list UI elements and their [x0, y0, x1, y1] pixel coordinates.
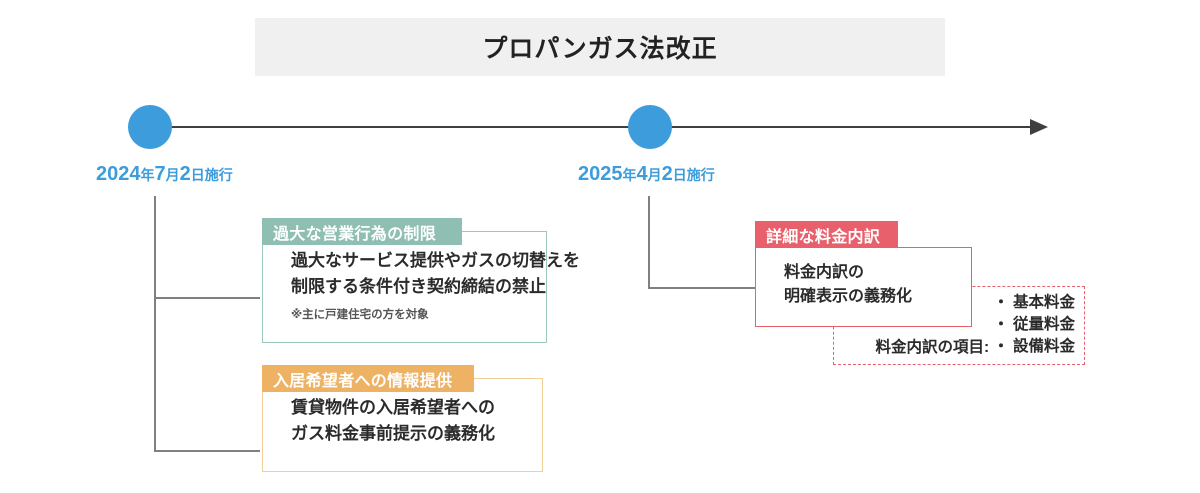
card-tenant-information: 賃貸物件の入居希望者への ガス料金事前提示の義務化 — [262, 378, 543, 472]
timeline-node-2024 — [128, 105, 172, 149]
card-note: ※主に戸建住宅の方を対象 — [291, 308, 429, 321]
connector-right-branch — [648, 287, 756, 289]
date-year-unit: 年 — [622, 167, 637, 183]
date-month-unit: 月 — [165, 167, 180, 183]
card-body: 賃貸物件の入居希望者への ガス料金事前提示の義務化 — [263, 379, 542, 459]
card-line: 過大なサービス提供やガスの切替えを — [291, 251, 580, 270]
card-body: 料金内訳の 明確表示の義務化 — [756, 248, 971, 320]
card-line: 料金内訳の — [784, 264, 865, 281]
card-line: 制限する条件付き契約締結の禁止 — [291, 276, 546, 296]
date-day: 2 — [661, 163, 673, 185]
connector-left-branch-1 — [154, 297, 260, 299]
timeline-date-2025: 2025年4月2日施行 — [578, 163, 715, 186]
date-day-unit: 日施行 — [672, 167, 715, 183]
date-day-unit: 日施行 — [190, 167, 233, 183]
date-month-unit: 月 — [647, 167, 662, 183]
card-excessive-sales: 過大なサービス提供やガスの切替えを 制限する条件付き契約締結の禁止 ※主に戸建住… — [262, 231, 580, 343]
card-line: 賃貸物件の入居希望者への — [291, 398, 495, 417]
date-month: 4 — [636, 163, 648, 185]
timeline-date-2024: 2024年7月2日施行 — [96, 163, 233, 186]
date-year: 2025 — [578, 163, 623, 185]
date-day: 2 — [179, 163, 191, 185]
connector-left-branch-2 — [154, 450, 260, 452]
card-line: 明確表示の義務化 — [784, 288, 913, 306]
date-year: 2024 — [96, 163, 141, 185]
page-title: プロパンガス法改正 — [482, 35, 718, 63]
date-month: 7 — [154, 163, 166, 185]
title-banner: プロパンガス法改正 — [255, 18, 945, 76]
connector-right-vertical — [648, 196, 650, 289]
card-header-tenant-information: 入居希望者への情報提供 — [262, 365, 474, 392]
connector-left-vertical — [154, 196, 156, 452]
card-header-excessive-sales: 過大な営業行為の制限 — [262, 218, 462, 245]
timeline-node-2025 — [628, 105, 672, 149]
card-fee-breakdown: 料金内訳の 明確表示の義務化 — [755, 247, 972, 327]
card-body: 過大なサービス提供やガスの切替えを 制限する条件付き契約締結の禁止 ※主に戸建住… — [263, 232, 580, 334]
arrow-right-icon — [1030, 119, 1048, 135]
date-year-unit: 年 — [140, 167, 155, 183]
card-line: ガス料金事前提示の義務化 — [291, 423, 495, 443]
card-header-fee-breakdown: 詳細な料金内訳 — [755, 221, 898, 248]
timeline-axis — [150, 126, 1040, 128]
